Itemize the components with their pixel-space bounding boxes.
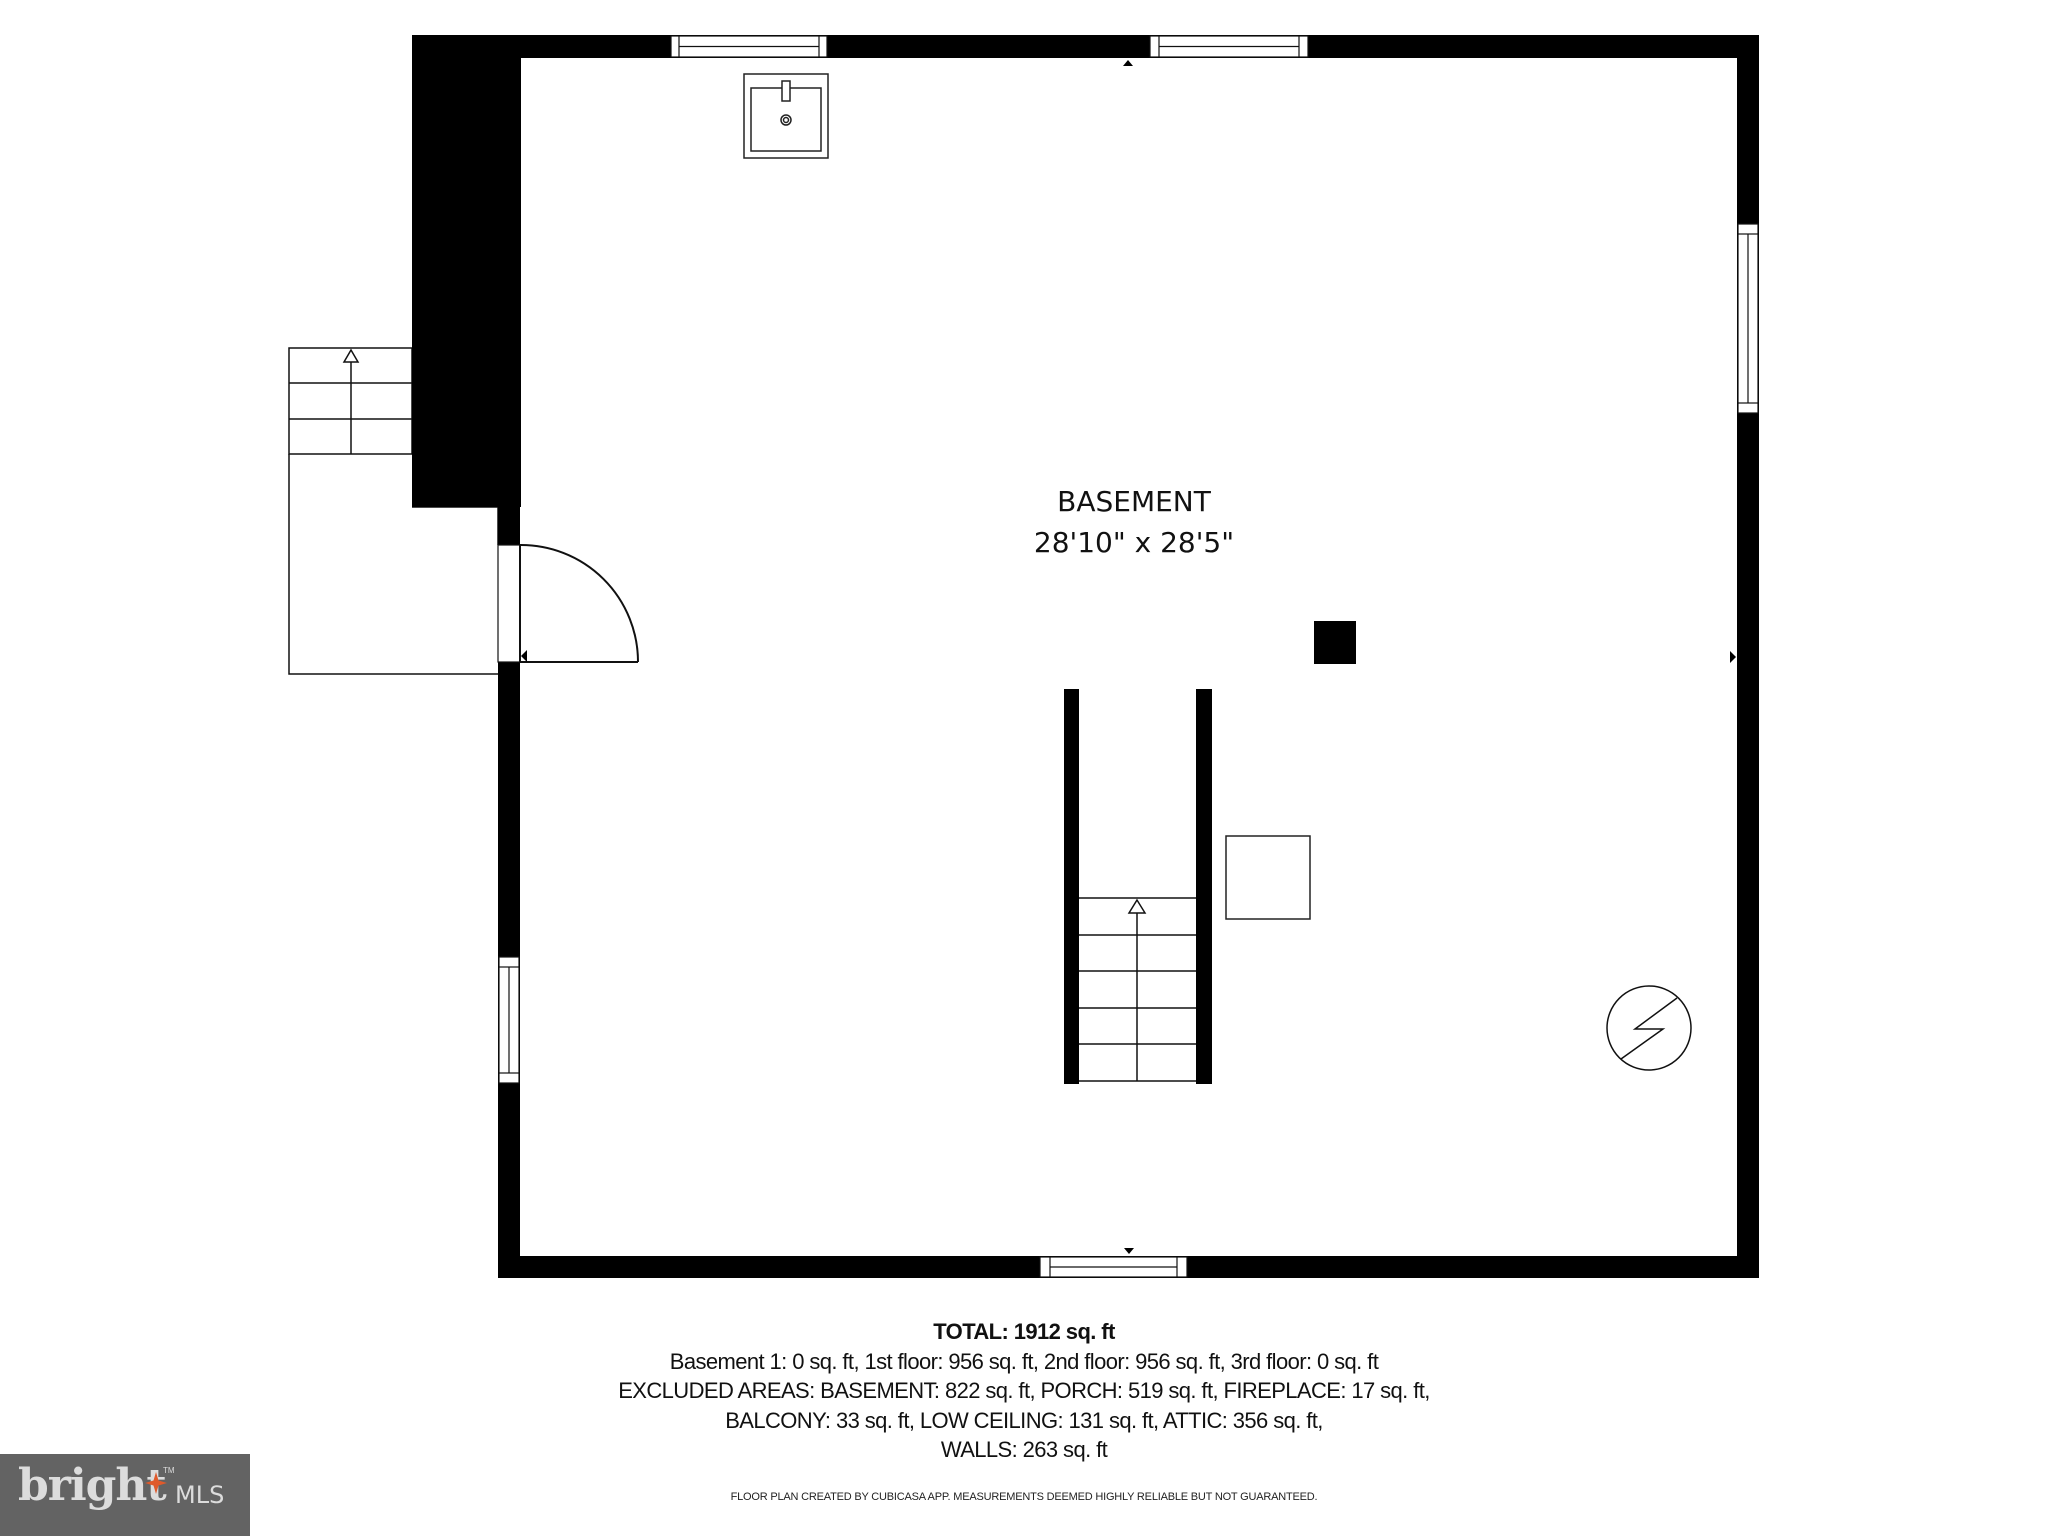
logo-mls-text: MLS bbox=[175, 1481, 225, 1509]
walls bbox=[412, 35, 1759, 1278]
window-top-right bbox=[1149, 35, 1309, 58]
window-bottom bbox=[1039, 1256, 1188, 1278]
excluded-areas-line-1: EXCLUDED AREAS: BASEMENT: 822 sq. ft, PO… bbox=[618, 1378, 1430, 1403]
floor-areas: Basement 1: 0 sq. ft, 1st floor: 956 sq.… bbox=[669, 1348, 1379, 1374]
excluded-areas-line-2: BALCONY: 33 sq. ft, LOW CEILING: 131 sq.… bbox=[725, 1407, 1323, 1433]
window-left bbox=[498, 956, 520, 1084]
room-name: BASEMENT bbox=[1057, 485, 1211, 518]
entry-door bbox=[497, 543, 639, 663]
room-dimensions: 28'10" x 28'5" bbox=[1033, 526, 1235, 559]
window-top-left bbox=[670, 35, 828, 58]
disclaimer: FLOOR PLAN CREATED BY CUBICASA APP. MEAS… bbox=[730, 1491, 1318, 1503]
fixture-box bbox=[1225, 835, 1311, 920]
bright-mls-logo: bright TM MLS bbox=[0, 1454, 250, 1536]
logo-star-icon bbox=[145, 1472, 167, 1494]
area-summary: TOTAL: 1912 sq. ft Basement 1: 0 sq. ft,… bbox=[424, 1317, 1624, 1465]
exterior-stairs bbox=[288, 347, 413, 455]
excluded-areas-line-3: WALLS: 263 sq. ft bbox=[940, 1437, 1108, 1462]
logo-brand-text: bright bbox=[18, 1460, 167, 1511]
electrical-panel-icon bbox=[1606, 985, 1692, 1071]
stairs-up-arrow-icon bbox=[1127, 898, 1147, 914]
entry-arrow-icon bbox=[521, 650, 527, 662]
total-area: TOTAL: 1912 sq. ft bbox=[933, 1319, 1115, 1344]
interior-stairs bbox=[1064, 689, 1212, 1084]
marker-right-icon bbox=[1730, 651, 1736, 663]
logo-trademark: TM bbox=[163, 1466, 175, 1475]
window-right bbox=[1737, 223, 1759, 414]
column bbox=[1314, 621, 1356, 664]
marker-bottom-icon bbox=[1124, 1248, 1134, 1254]
marker-top-icon bbox=[1123, 60, 1133, 66]
sink-icon bbox=[743, 73, 829, 159]
